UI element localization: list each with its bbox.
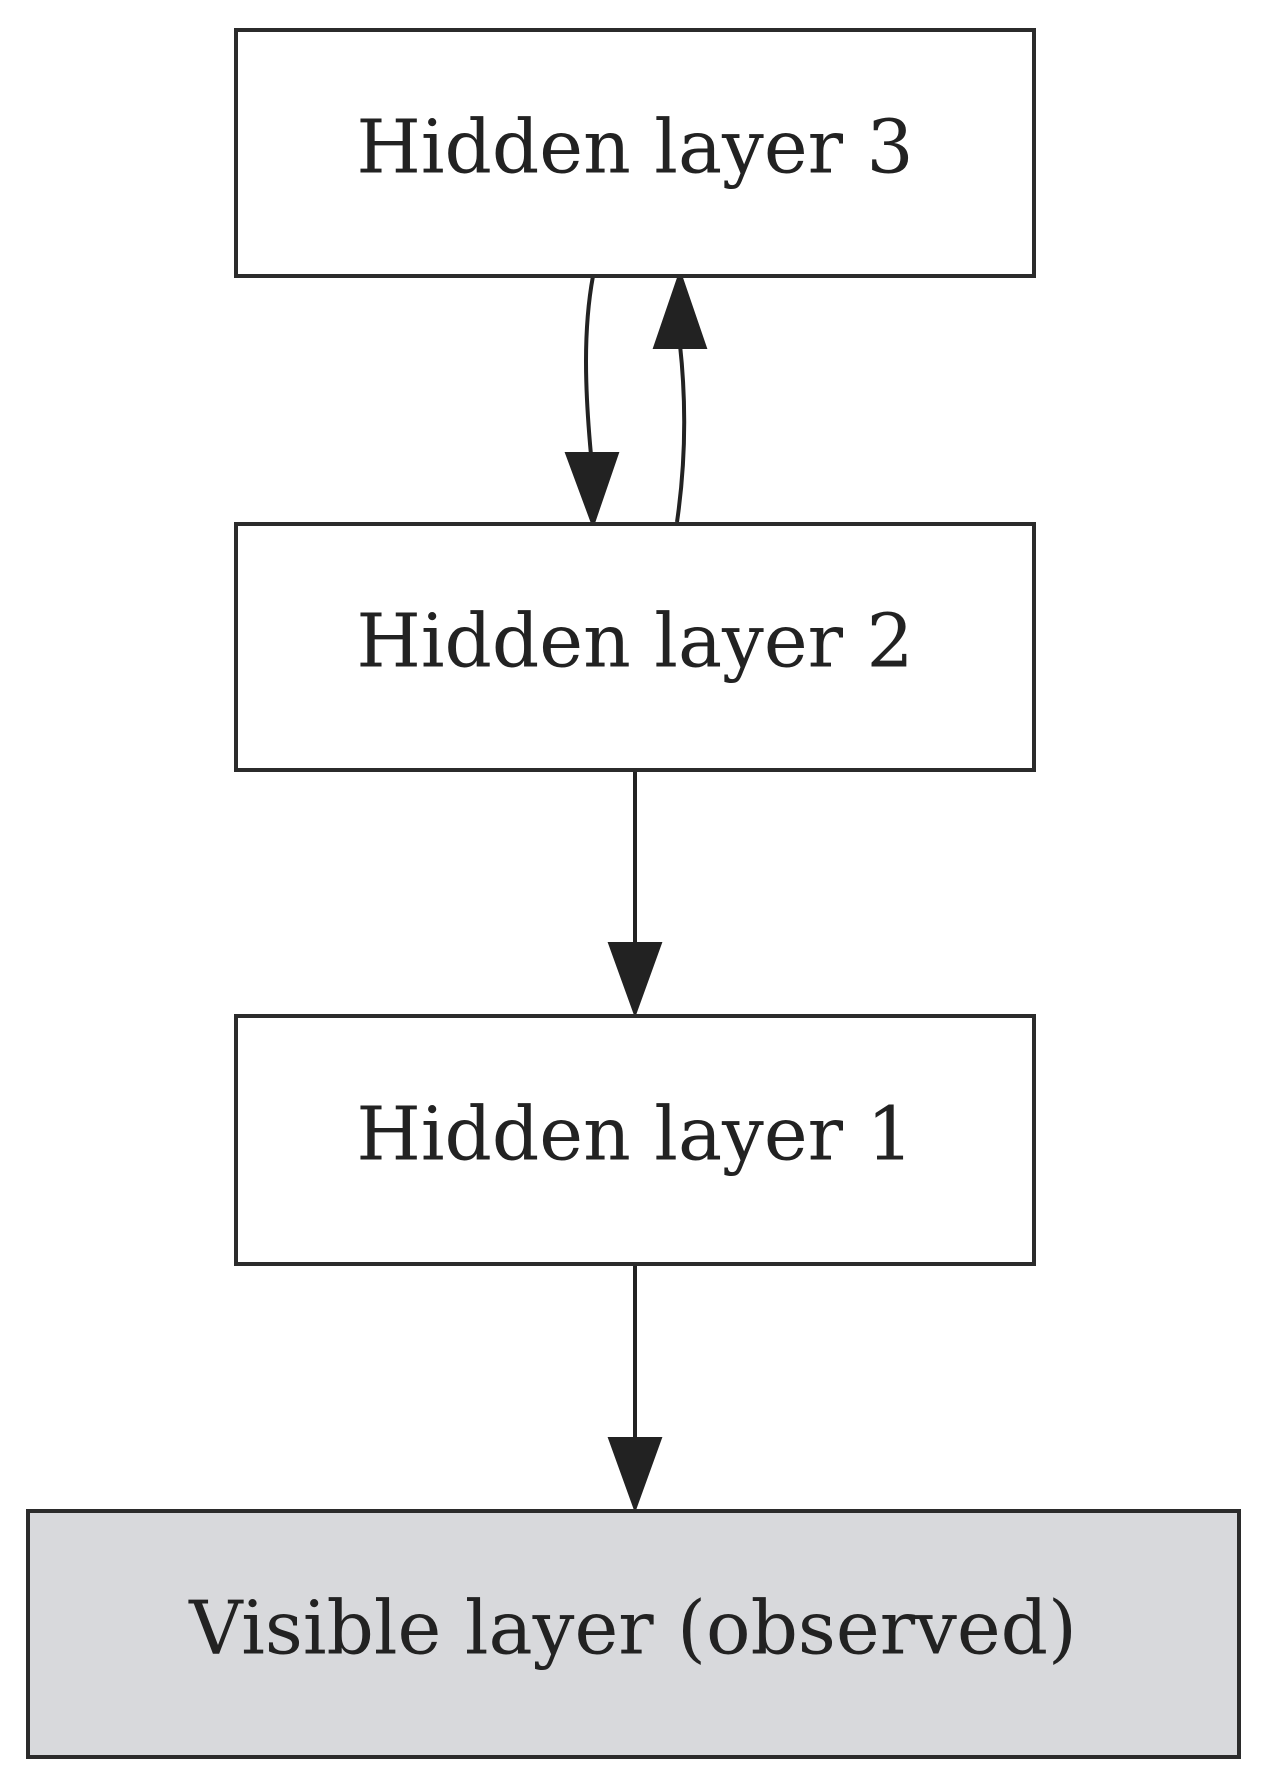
node-box [234, 28, 1036, 278]
node-label: Hidden layer 1 [356, 1091, 913, 1177]
node-visible-layer: Visible layer (observed) [26, 1509, 1241, 1759]
edge-hidden3-to-hidden2 [564, 275, 620, 529]
node-hidden-layer-1: Hidden layer 1 [234, 1014, 1036, 1266]
node-label: Visible layer (observed) [188, 1585, 1077, 1671]
node-label: Hidden layer 2 [356, 598, 913, 684]
node-box [234, 1014, 1036, 1266]
node-box [234, 522, 1036, 772]
edge-hidden1-to-visible [607, 1264, 663, 1513]
node-hidden-layer-3: Hidden layer 3 [234, 28, 1036, 278]
edge-hidden2-to-hidden1 [607, 770, 663, 1018]
edge-hidden2-to-hidden3 [652, 268, 708, 523]
node-box-observed [26, 1509, 1241, 1759]
node-label: Hidden layer 3 [356, 104, 913, 190]
edges [564, 268, 708, 1513]
node-hidden-layer-2: Hidden layer 2 [234, 522, 1036, 772]
